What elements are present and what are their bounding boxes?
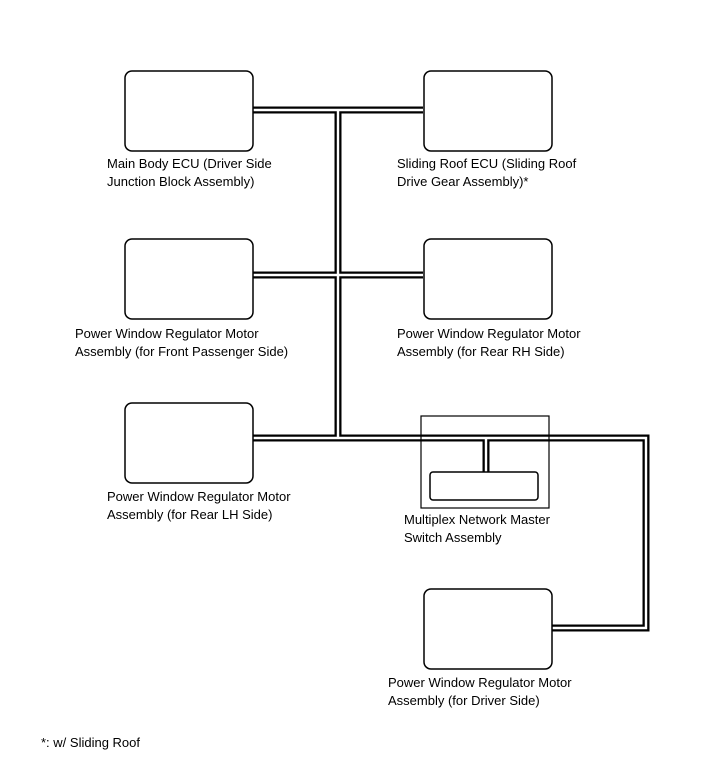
footnote: *: w/ Sliding Roof: [41, 735, 140, 750]
master-switch-box: [429, 471, 539, 501]
label-line: Power Window Regulator Motor: [388, 675, 572, 690]
pw-front-passenger-label: Power Window Regulator Motor Assembly (f…: [75, 325, 288, 361]
pw-front-passenger-box: [124, 238, 254, 320]
sliding-roof-ecu-box: [423, 70, 553, 152]
label-line: Assembly (for Driver Side): [388, 693, 540, 708]
label-line: Switch Assembly: [404, 530, 502, 545]
label-line: Assembly (for Rear RH Side): [397, 344, 565, 359]
label-line: Junction Block Assembly): [107, 174, 255, 189]
pw-rear-lh-box: [124, 402, 254, 484]
label-line: Power Window Regulator Motor: [75, 326, 259, 341]
master-switch-label: Multiplex Network Master Switch Assembly: [404, 511, 550, 547]
label-line: Multiplex Network Master: [404, 512, 550, 527]
label-line: Sliding Roof ECU (Sliding Roof: [397, 156, 577, 171]
bus-inner: [253, 108, 648, 630]
master-switch-frame: [420, 415, 550, 509]
bus-lines: [253, 106, 650, 632]
label-line: Power Window Regulator Motor: [107, 489, 291, 504]
pw-rear-rh-label: Power Window Regulator Motor Assembly (f…: [397, 325, 581, 361]
sliding-roof-ecu-label: Sliding Roof ECU (Sliding Roof Drive Gea…: [397, 155, 576, 191]
label-line: Assembly (for Rear LH Side): [107, 507, 273, 522]
label-line: Power Window Regulator Motor: [397, 326, 581, 341]
label-line: Assembly (for Front Passenger Side): [75, 344, 289, 359]
pw-rear-rh-box: [423, 238, 553, 320]
label-line: Drive Gear Assembly)*: [397, 174, 529, 189]
pw-rear-lh-label: Power Window Regulator Motor Assembly (f…: [107, 488, 291, 524]
pw-driver-box: [423, 588, 553, 670]
pw-driver-label: Power Window Regulator Motor Assembly (f…: [388, 674, 572, 710]
main-body-ecu-label: Main Body ECU (Driver Side Junction Bloc…: [107, 155, 272, 191]
label-line: Main Body ECU (Driver Side: [107, 156, 272, 171]
main-body-ecu-box: [124, 70, 254, 152]
